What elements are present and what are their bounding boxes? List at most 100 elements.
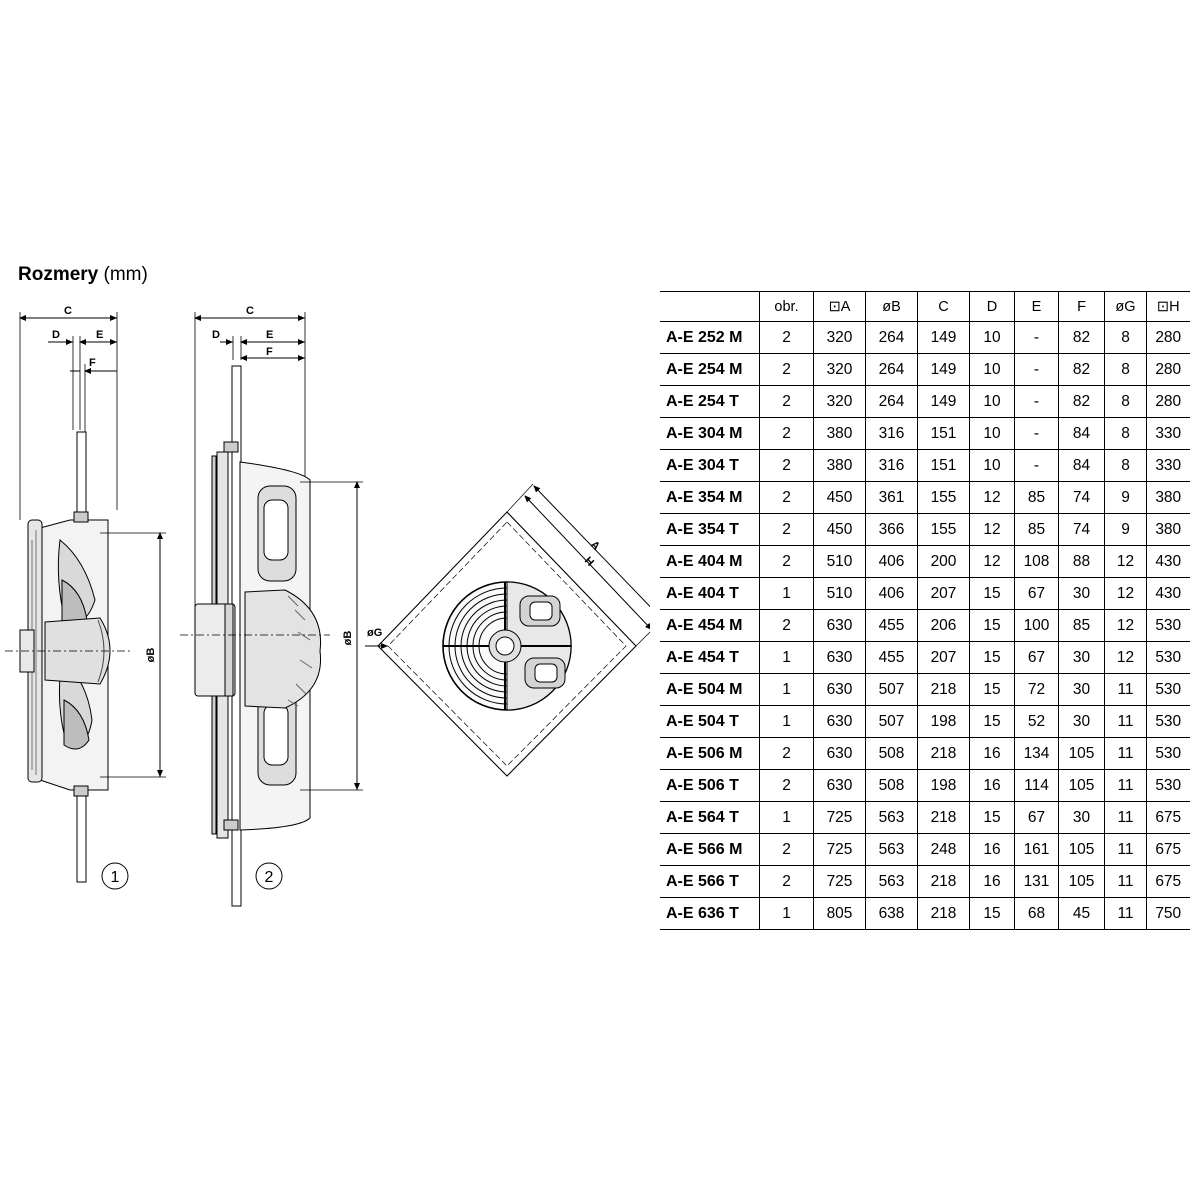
value-cell: 155 bbox=[917, 513, 970, 546]
value-cell: 12 bbox=[1104, 545, 1147, 578]
value-cell: 11 bbox=[1104, 833, 1147, 866]
value-cell: 638 bbox=[865, 897, 918, 930]
value-cell: 15 bbox=[969, 609, 1015, 642]
header-a: ⊡A bbox=[813, 291, 866, 322]
dimension-drawings: C D E F øB C D E F øB øG A H 1 2 bbox=[5, 305, 650, 907]
value-cell: 805 bbox=[813, 897, 866, 930]
value-cell: 68 bbox=[1014, 897, 1059, 930]
value-cell: 67 bbox=[1014, 641, 1059, 674]
value-cell: 11 bbox=[1104, 705, 1147, 738]
value-cell: 316 bbox=[865, 449, 918, 482]
value-cell: 200 bbox=[917, 545, 970, 578]
value-cell: 563 bbox=[865, 865, 918, 898]
value-cell: 10 bbox=[969, 353, 1015, 386]
label-b1: øB bbox=[145, 648, 157, 663]
value-cell: 280 bbox=[1146, 353, 1190, 386]
value-cell: 11 bbox=[1104, 673, 1147, 706]
value-cell: 218 bbox=[917, 801, 970, 834]
value-cell: 455 bbox=[865, 641, 918, 674]
value-cell: 2 bbox=[759, 513, 814, 546]
model-cell: A-E 566 M bbox=[660, 833, 760, 866]
value-cell: 530 bbox=[1146, 673, 1190, 706]
value-cell: 280 bbox=[1146, 385, 1190, 418]
value-cell: 11 bbox=[1104, 865, 1147, 898]
value-cell: 149 bbox=[917, 321, 970, 354]
front-view bbox=[365, 483, 650, 777]
value-cell: 530 bbox=[1146, 705, 1190, 738]
model-cell: A-E 254 T bbox=[660, 385, 760, 418]
value-cell: 264 bbox=[865, 321, 918, 354]
value-cell: 15 bbox=[969, 705, 1015, 738]
value-cell: 510 bbox=[813, 545, 866, 578]
value-cell: - bbox=[1014, 353, 1059, 386]
value-cell: 330 bbox=[1146, 417, 1190, 450]
value-cell: - bbox=[1014, 385, 1059, 418]
model-cell: A-E 504 M bbox=[660, 673, 760, 706]
value-cell: 15 bbox=[969, 577, 1015, 610]
value-cell: 218 bbox=[917, 865, 970, 898]
value-cell: 1 bbox=[759, 673, 814, 706]
model-cell: A-E 354 M bbox=[660, 481, 760, 514]
label-h: H bbox=[582, 555, 596, 569]
header-h: ⊡H bbox=[1146, 291, 1190, 322]
value-cell: 450 bbox=[813, 513, 866, 546]
value-cell: 9 bbox=[1104, 481, 1147, 514]
value-cell: 82 bbox=[1058, 321, 1105, 354]
value-cell: 450 bbox=[813, 481, 866, 514]
value-cell: 105 bbox=[1058, 865, 1105, 898]
value-cell: 2 bbox=[759, 321, 814, 354]
value-cell: 264 bbox=[865, 385, 918, 418]
model-cell: A-E 254 M bbox=[660, 353, 760, 386]
value-cell: 2 bbox=[759, 417, 814, 450]
value-cell: 2 bbox=[759, 545, 814, 578]
value-cell: 16 bbox=[969, 865, 1015, 898]
header-obr: obr. bbox=[759, 291, 814, 322]
label-d2: D bbox=[212, 329, 220, 341]
value-cell: 2 bbox=[759, 609, 814, 642]
value-cell: 510 bbox=[813, 577, 866, 610]
value-cell: 30 bbox=[1058, 673, 1105, 706]
value-cell: 530 bbox=[1146, 609, 1190, 642]
value-cell: 330 bbox=[1146, 449, 1190, 482]
value-cell: 218 bbox=[917, 897, 970, 930]
model-cell: A-E 454 M bbox=[660, 609, 760, 642]
header-model bbox=[660, 291, 760, 322]
value-cell: 507 bbox=[865, 705, 918, 738]
value-cell: 2 bbox=[759, 481, 814, 514]
value-cell: 380 bbox=[1146, 481, 1190, 514]
value-cell: 12 bbox=[969, 545, 1015, 578]
header-f: F bbox=[1058, 291, 1105, 322]
value-cell: 1 bbox=[759, 801, 814, 834]
value-cell: 1 bbox=[759, 705, 814, 738]
model-cell: A-E 304 M bbox=[660, 417, 760, 450]
value-cell: 15 bbox=[969, 673, 1015, 706]
value-cell: 105 bbox=[1058, 833, 1105, 866]
value-cell: 2 bbox=[759, 769, 814, 802]
value-cell: 84 bbox=[1058, 449, 1105, 482]
value-cell: 630 bbox=[813, 609, 866, 642]
value-cell: 10 bbox=[969, 385, 1015, 418]
model-cell: A-E 506 T bbox=[660, 769, 760, 802]
value-cell: 16 bbox=[969, 769, 1015, 802]
value-cell: 134 bbox=[1014, 737, 1059, 770]
value-cell: 108 bbox=[1014, 545, 1059, 578]
value-cell: 630 bbox=[813, 705, 866, 738]
value-cell: 725 bbox=[813, 833, 866, 866]
value-cell: 30 bbox=[1058, 641, 1105, 674]
model-cell: A-E 404 M bbox=[660, 545, 760, 578]
value-cell: 380 bbox=[813, 417, 866, 450]
value-cell: 8 bbox=[1104, 417, 1147, 450]
value-cell: 85 bbox=[1014, 481, 1059, 514]
value-cell: - bbox=[1014, 417, 1059, 450]
value-cell: 131 bbox=[1014, 865, 1059, 898]
value-cell: 361 bbox=[865, 481, 918, 514]
value-cell: 2 bbox=[759, 737, 814, 770]
label-c2: C bbox=[246, 305, 254, 317]
value-cell: 72 bbox=[1014, 673, 1059, 706]
value-cell: 530 bbox=[1146, 641, 1190, 674]
